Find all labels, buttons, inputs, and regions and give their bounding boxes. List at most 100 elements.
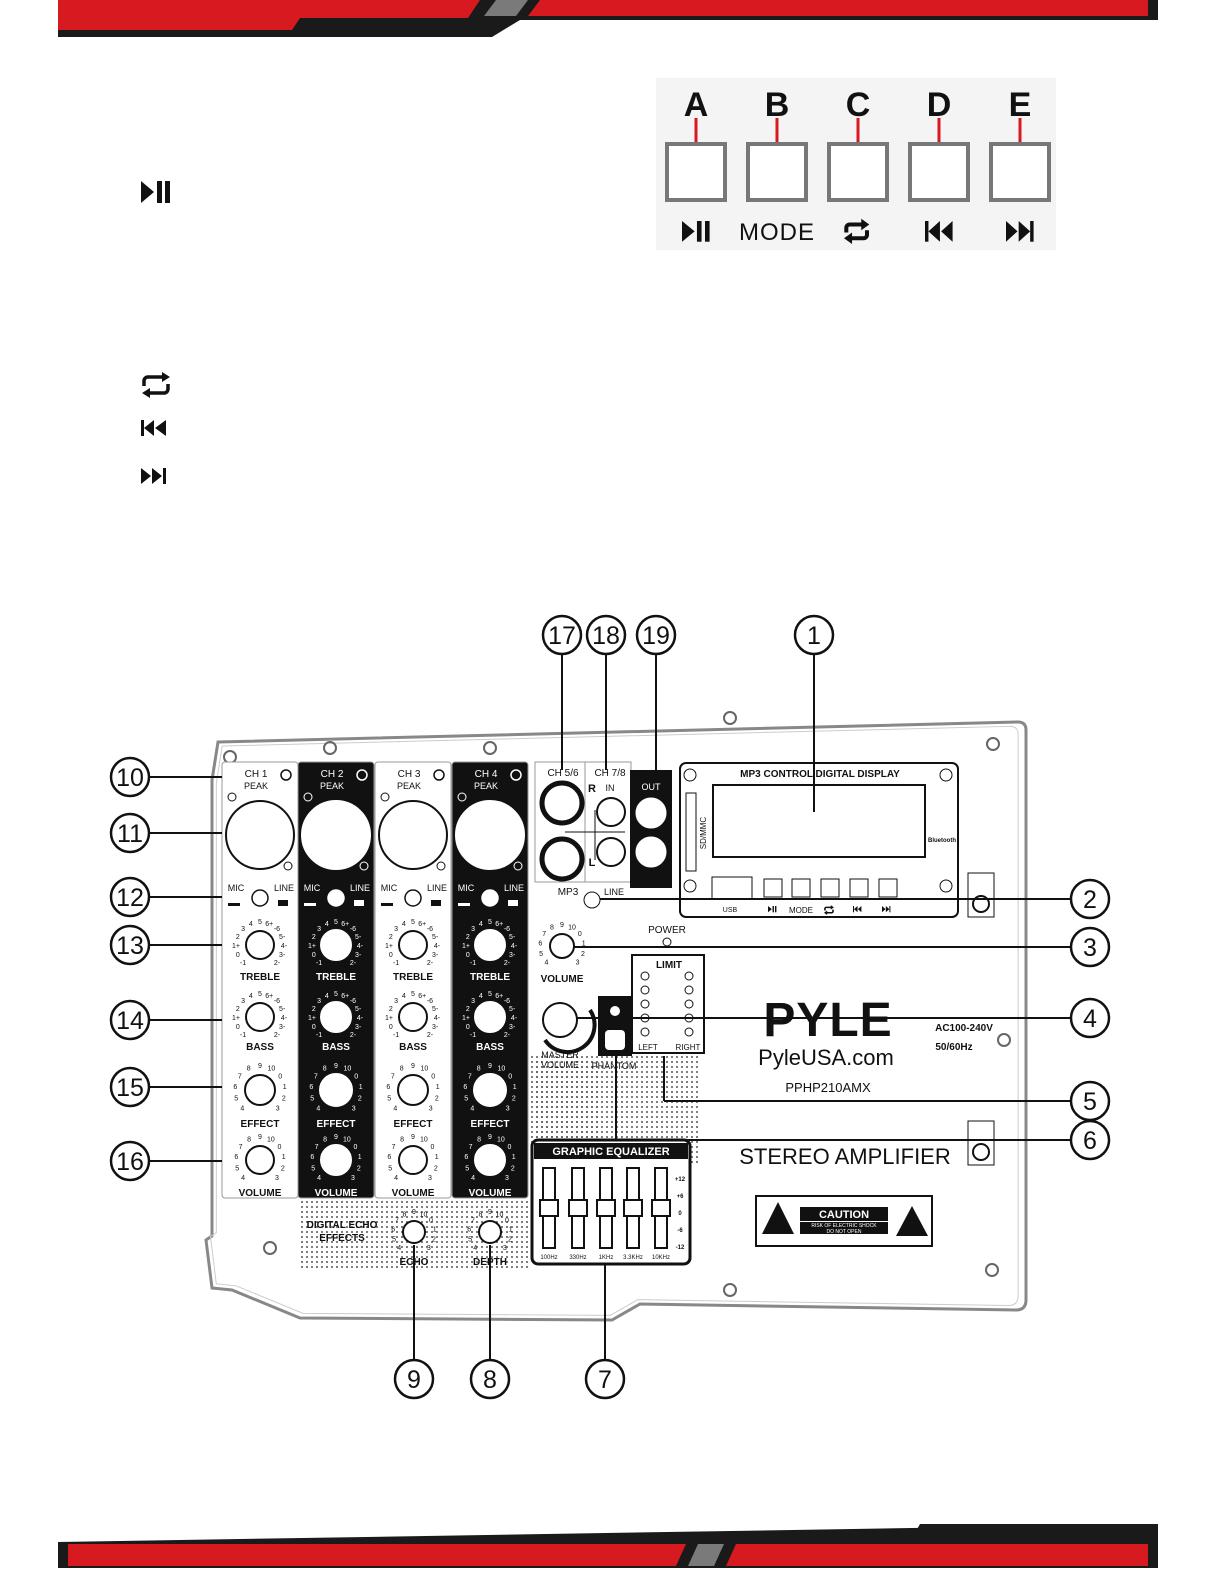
callout-number: 5 <box>1083 1088 1097 1116</box>
knob-tick: 2 <box>312 934 316 941</box>
knob-tick: 2- <box>350 960 357 967</box>
knob-tick: 4- <box>281 1015 288 1022</box>
mp3-button <box>820 878 840 898</box>
callout-number: 13 <box>116 932 144 960</box>
knob <box>244 1074 276 1106</box>
knob-tick: 0 <box>508 1073 512 1080</box>
knob-tick: 4 <box>397 1245 401 1252</box>
previous-icon <box>140 416 180 444</box>
screw <box>939 879 953 893</box>
knob-tick: 4 <box>394 1175 398 1182</box>
geq-scale-label: 0 <box>678 1211 682 1217</box>
knob-label: EFFECT <box>317 1119 356 1130</box>
geq-title: GRAPHIC EQUALIZER <box>552 1146 669 1158</box>
echo-title: DIGITAL ECHO <box>307 1220 378 1231</box>
knob-tick: 3 <box>576 960 580 967</box>
peak-led <box>356 769 368 781</box>
knob-tick: 5- <box>432 1006 439 1013</box>
power-label: POWER <box>648 925 686 936</box>
knob-tick: 6 <box>233 1084 237 1091</box>
play-pause-icon <box>140 179 180 207</box>
knob-tick: 5 <box>468 1236 472 1243</box>
callout-number: 1 <box>807 622 821 650</box>
brand-site: PyleUSA.com <box>758 1045 894 1070</box>
knob-tick: 7 <box>314 1073 318 1080</box>
knob <box>319 1073 353 1107</box>
switch-mark <box>508 900 518 906</box>
knob <box>478 1220 502 1244</box>
callout-number: 7 <box>598 1366 612 1394</box>
knob-tick: 5 <box>411 991 415 998</box>
knob-label: VOLUME <box>541 974 584 985</box>
limit-led-left <box>640 985 650 995</box>
left-label: LEFT <box>638 1043 658 1052</box>
knob-tick: 3 <box>429 1106 433 1113</box>
geq-title-bar <box>534 1143 688 1159</box>
switch-mark <box>431 900 441 906</box>
knob-tick: 3- <box>509 1024 516 1031</box>
button-c: C <box>827 86 889 244</box>
button-label: MODE <box>739 219 815 246</box>
knob <box>398 1145 428 1175</box>
knob-tick: 0 <box>236 1024 240 1031</box>
knob-tick: 9 <box>560 922 564 929</box>
knob-tick: 1+ <box>462 943 470 950</box>
knob-tick: 9 <box>412 1209 416 1216</box>
knob-tick: 2 <box>435 1096 439 1103</box>
caution-sub-bar <box>800 1222 888 1234</box>
footer-bar <box>0 1524 1224 1584</box>
knob-tick: 3- <box>355 952 362 959</box>
master-volume-arc <box>543 1008 597 1055</box>
line-label: LINE <box>350 883 370 893</box>
knob <box>549 933 575 959</box>
screw-hole <box>723 1283 737 1297</box>
model-number: PPHP210AMX <box>785 1080 871 1095</box>
xlr-jack <box>378 800 448 870</box>
button-letter: A <box>684 86 709 124</box>
repeat-icon <box>824 905 834 915</box>
brand-logo: PYLE <box>763 994 892 1047</box>
phantom-switch <box>605 1030 625 1050</box>
knob-tick: 5 <box>387 1096 391 1103</box>
channel-name: CH 2 <box>321 769 344 780</box>
knob-label: BASS <box>322 1042 350 1053</box>
geq-slider-knob <box>596 1199 616 1217</box>
caution-bar <box>800 1207 888 1221</box>
usb-label: USB <box>723 907 738 914</box>
ch56-label: CH 5/6 <box>547 768 579 779</box>
peak-led <box>280 769 292 781</box>
knob-tick: 10 <box>343 1137 351 1144</box>
knob-tick: 2 <box>581 951 585 958</box>
callout-number: 9 <box>407 1366 421 1394</box>
knob-tick: 2 <box>281 1165 285 1172</box>
knob-tick: 5- <box>432 934 439 941</box>
knob-tick: 10 <box>420 1137 428 1144</box>
knob <box>398 1002 428 1032</box>
knob-tick: 6 <box>309 1084 313 1091</box>
knob-tick: 7 <box>471 1218 475 1225</box>
knob-label: TREBLE <box>470 972 510 983</box>
peak-label: PEAK <box>244 781 268 791</box>
limit-led-right <box>684 985 694 995</box>
button-square <box>665 142 727 202</box>
callout-number: 17 <box>548 622 576 650</box>
channel-name: CH 1 <box>245 769 268 780</box>
callout-number: 12 <box>116 884 144 912</box>
knob-tick: 6+ <box>341 921 349 928</box>
knob-tick: 4- <box>511 943 518 950</box>
jack-ring <box>972 895 990 913</box>
knob-tick: 4 <box>402 993 406 1000</box>
phantom-led <box>610 1006 620 1016</box>
switch-mark <box>228 903 240 906</box>
peak-label: PEAK <box>320 781 344 791</box>
knob-tick: 4 <box>479 921 483 928</box>
knob-tick: 10 <box>497 1066 505 1073</box>
knob-tick: -6 <box>274 926 280 933</box>
knob-tick: 2 <box>389 1006 393 1013</box>
knob-tick: 1+ <box>232 1015 240 1022</box>
knob-tick: 4 <box>473 1245 477 1252</box>
knob-tick: 5- <box>355 934 362 941</box>
callout-number: 15 <box>116 1074 144 1102</box>
